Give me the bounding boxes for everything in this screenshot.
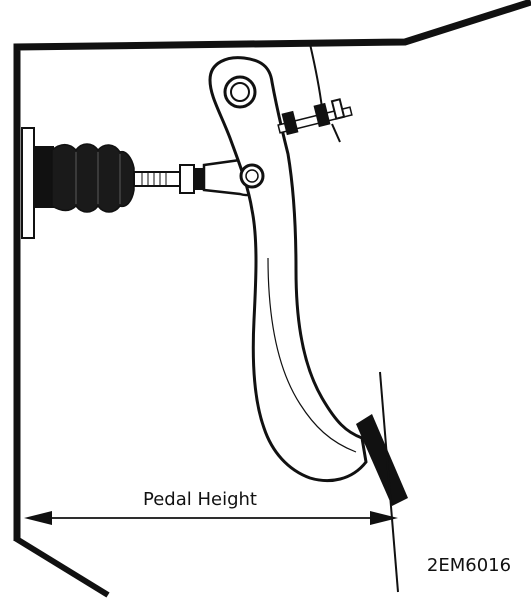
switch-nut-2 [313, 102, 331, 128]
panel-bracket-edge [309, 43, 323, 109]
push-rod [133, 164, 204, 194]
clevis-pin-inner [245, 169, 259, 183]
pedal-height-label: Pedal Height [143, 489, 257, 510]
pedal-arm [208, 56, 368, 483]
dimension-arrow-left [24, 511, 52, 525]
figure-code: 2EM6016 [427, 555, 511, 576]
push-rod-threads [141, 172, 167, 186]
reference-line [379, 371, 399, 593]
pedal-arm-inner-edge [267, 257, 357, 453]
switch-wire [331, 123, 341, 143]
pedal-height-dimension: Pedal Height [24, 489, 398, 525]
rubber-boot [51, 143, 135, 213]
boot-ridges [75, 152, 121, 204]
push-rod-shaft [133, 171, 181, 187]
cylinder-body [34, 146, 54, 208]
switch-nut-3 [330, 98, 346, 120]
stop-lamp-switch [277, 98, 353, 143]
panel-lower-edge [13, 535, 110, 598]
body-panel [13, 0, 531, 598]
pedal-pad [356, 414, 408, 506]
switch-nut-1 [281, 110, 299, 136]
lock-nut [179, 164, 195, 194]
master-cylinder [21, 127, 135, 239]
clevis-nut [194, 168, 204, 190]
pivot-hole-inner [230, 82, 250, 102]
panel-outline [13, 0, 531, 541]
dimension-arrow-right [370, 511, 398, 525]
cylinder-flange [21, 127, 35, 239]
